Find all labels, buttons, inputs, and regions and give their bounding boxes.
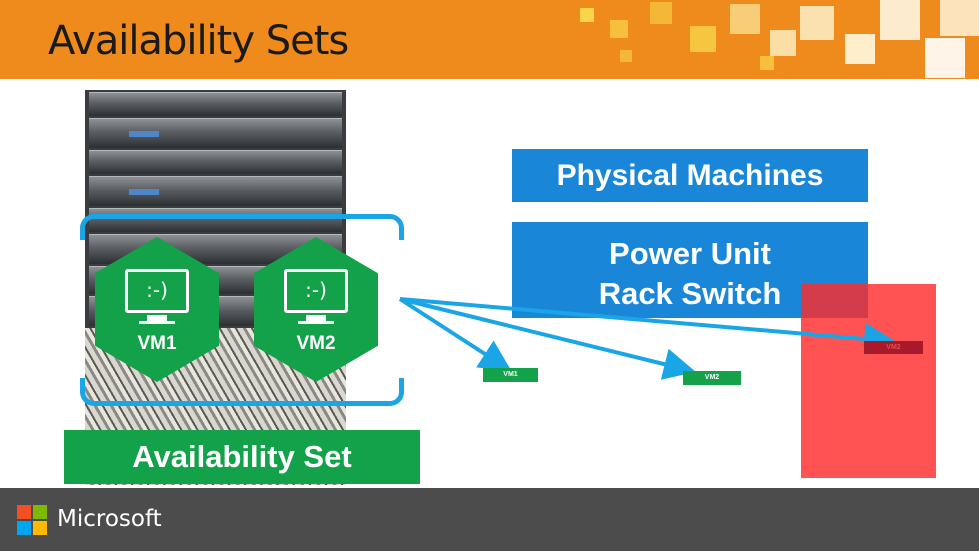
- rack-server: [89, 208, 342, 232]
- availability-set-brace-bottom: [80, 378, 404, 406]
- header-decoration: [760, 56, 774, 70]
- header-decoration: [880, 0, 920, 40]
- mini-vm2-chip: VM2: [683, 371, 741, 385]
- monitor-icon: :-): [284, 269, 348, 313]
- physical-machines-label: Physical Machines: [512, 149, 868, 202]
- mini-vm1-chip: VM1: [483, 368, 538, 382]
- rack-switch-label: Rack Switch: [598, 276, 782, 311]
- power-unit-rack-switch-box: Power Unit Rack Switch: [512, 222, 868, 318]
- monitor-face-text: :-): [305, 278, 327, 302]
- monitor-stand: [147, 315, 167, 321]
- arrow-to-vm2: [399, 297, 696, 380]
- monitor-icon: :-): [125, 269, 189, 313]
- monitor-face-text: :-): [146, 278, 168, 302]
- slide-title: Availability Sets: [48, 18, 349, 64]
- header-decoration: [650, 2, 672, 24]
- header-decoration: [800, 6, 834, 40]
- header-decoration: [580, 8, 594, 22]
- header-decoration: [845, 34, 875, 64]
- header-decoration: [770, 30, 796, 56]
- arrow-to-fault-vm2: [399, 297, 896, 355]
- logo-square-yellow: [33, 521, 47, 535]
- slide-footer: [0, 488, 979, 551]
- header-decoration: [730, 4, 760, 34]
- rack-led: [129, 189, 159, 195]
- vm1-label: VM1: [137, 333, 177, 354]
- slide-header: Availability Sets: [0, 0, 979, 79]
- monitor-stand-base: [139, 321, 175, 324]
- logo-square-red: [17, 505, 31, 519]
- availability-set-label: Availability Set: [64, 430, 420, 484]
- monitor-stand: [306, 315, 326, 321]
- header-decoration: [620, 50, 632, 62]
- header-decoration: [940, 0, 979, 36]
- header-decoration: [925, 38, 965, 78]
- rack-led: [129, 131, 159, 137]
- power-unit-label: Power Unit: [609, 236, 771, 271]
- monitor-stand-base: [298, 321, 334, 324]
- logo-square-green: [33, 505, 47, 519]
- header-decoration: [690, 26, 716, 52]
- rack-server: [89, 118, 342, 148]
- microsoft-logo-icon: [17, 505, 47, 535]
- arrow-to-vm1: [398, 297, 512, 372]
- vm2-label: VM2: [296, 333, 336, 354]
- availability-set-brace-top: [80, 214, 404, 240]
- rack-server: [89, 92, 342, 116]
- rack-server: [89, 150, 342, 174]
- logo-square-blue: [17, 521, 31, 535]
- rack-server: [89, 176, 342, 206]
- header-decoration: [610, 20, 628, 38]
- fault-zone-highlight: [801, 284, 936, 478]
- mini-vm2-fault-chip: VM2: [864, 341, 923, 354]
- microsoft-brand-text: Microsoft: [57, 506, 162, 532]
